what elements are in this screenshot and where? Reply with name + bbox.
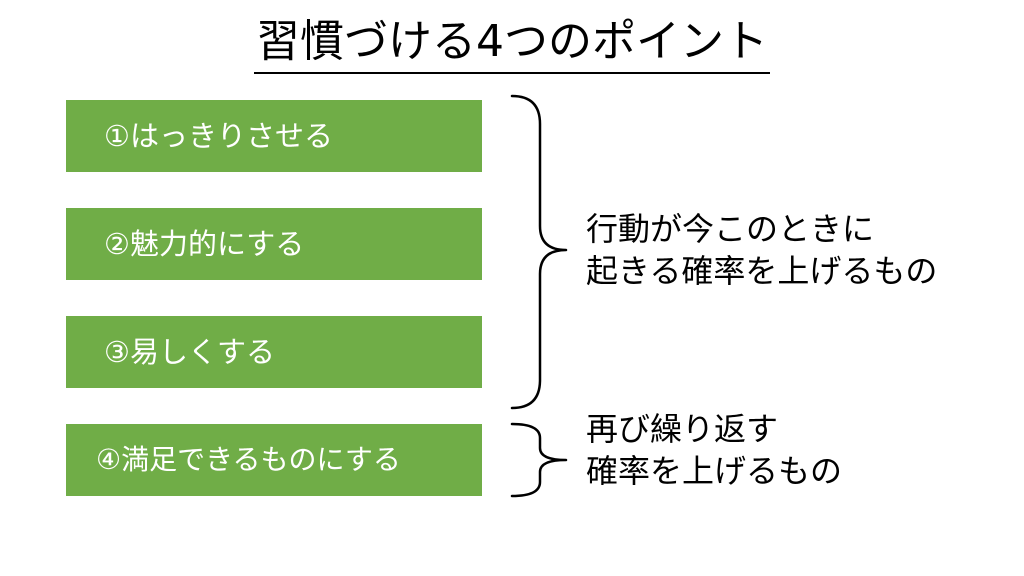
group2-line1: 再び繰り返す <box>586 410 779 448</box>
brace-small <box>510 422 568 498</box>
brace-large <box>510 94 568 410</box>
group1-line1: 行動が今このときに <box>586 210 875 248</box>
group1-description: 行動が今このときに 起きる確率を上げるもの <box>586 208 937 292</box>
point-box-3: ③易しくする <box>66 316 482 388</box>
page-title-text: 習慣づける4つのポイント <box>254 14 770 74</box>
group1-line2: 起きる確率を上げるもの <box>586 252 938 290</box>
point-box-2: ②魅力的にする <box>66 208 482 280</box>
point-box-1: ①はっきりさせる <box>66 100 482 172</box>
point-box-4: ④満足できるものにする <box>66 424 482 496</box>
page-title: 習慣づける4つのポイント <box>0 14 1024 74</box>
group2-description: 再び繰り返す 確率を上げるもの <box>586 408 842 492</box>
group2-line2: 確率を上げるもの <box>586 452 843 490</box>
